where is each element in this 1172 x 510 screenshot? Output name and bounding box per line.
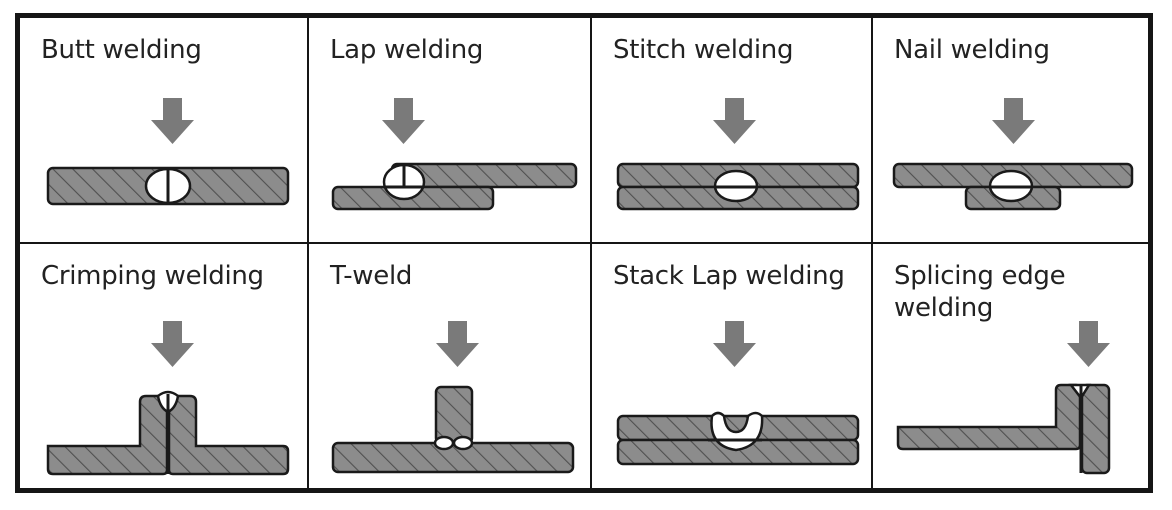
left-flange-plate xyxy=(46,394,169,476)
panel-label: Stack Lap welding xyxy=(613,261,845,291)
vertical-plate xyxy=(434,385,474,445)
down-arrow-icon xyxy=(382,98,425,144)
down-arrow-icon xyxy=(713,321,756,367)
panel-nail-welding: Nail welding xyxy=(873,18,1148,244)
right-flange-plate xyxy=(167,394,290,476)
vertical-plate xyxy=(1080,383,1111,475)
panel-butt-welding: Butt welding xyxy=(20,18,309,244)
panel-stitch-welding: Stitch welding xyxy=(592,18,873,244)
panel-lap-welding: Lap welding xyxy=(309,18,592,244)
nail-welding-figure xyxy=(892,98,1134,211)
stitch-welding-figure xyxy=(616,98,860,211)
down-arrow-icon xyxy=(151,321,194,367)
t-weld-figure xyxy=(331,321,575,474)
panel-label: Stitch welding xyxy=(613,35,794,65)
down-arrow-icon xyxy=(151,98,194,144)
panel-label: Butt welding xyxy=(41,35,202,65)
panel-label: Splicing edge welding xyxy=(894,261,1066,323)
panel-label: Nail welding xyxy=(894,35,1050,65)
panel-splicing-edge-welding: Splicing edge welding xyxy=(873,244,1148,488)
splicing-edge-welding-figure xyxy=(896,321,1111,475)
butt-welding-figure xyxy=(46,98,290,206)
panel-label: T-weld xyxy=(330,261,413,291)
panel-label: Lap welding xyxy=(330,35,484,65)
down-arrow-icon xyxy=(436,321,479,367)
panel-stack-lap-welding: Stack Lap welding xyxy=(592,244,873,488)
panel-label: Crimping welding xyxy=(41,261,264,291)
panel-t-weld: T-weld xyxy=(309,244,592,488)
panel-crimping-welding: Crimping welding xyxy=(20,244,309,488)
weld-bead-right xyxy=(452,435,474,451)
down-arrow-icon xyxy=(992,98,1035,144)
l-shaped-plate xyxy=(896,383,1082,451)
crimping-welding-figure xyxy=(46,321,290,476)
lap-welding-figure xyxy=(331,98,578,211)
down-arrow-icon xyxy=(1067,321,1110,367)
down-arrow-icon xyxy=(713,98,756,144)
welding-types-diagram: Butt welding Lap welding Stitch welding xyxy=(15,13,1153,493)
stack-lap-welding-figure xyxy=(616,321,860,466)
base-plate xyxy=(331,441,575,474)
weld-bead-left xyxy=(433,435,455,451)
